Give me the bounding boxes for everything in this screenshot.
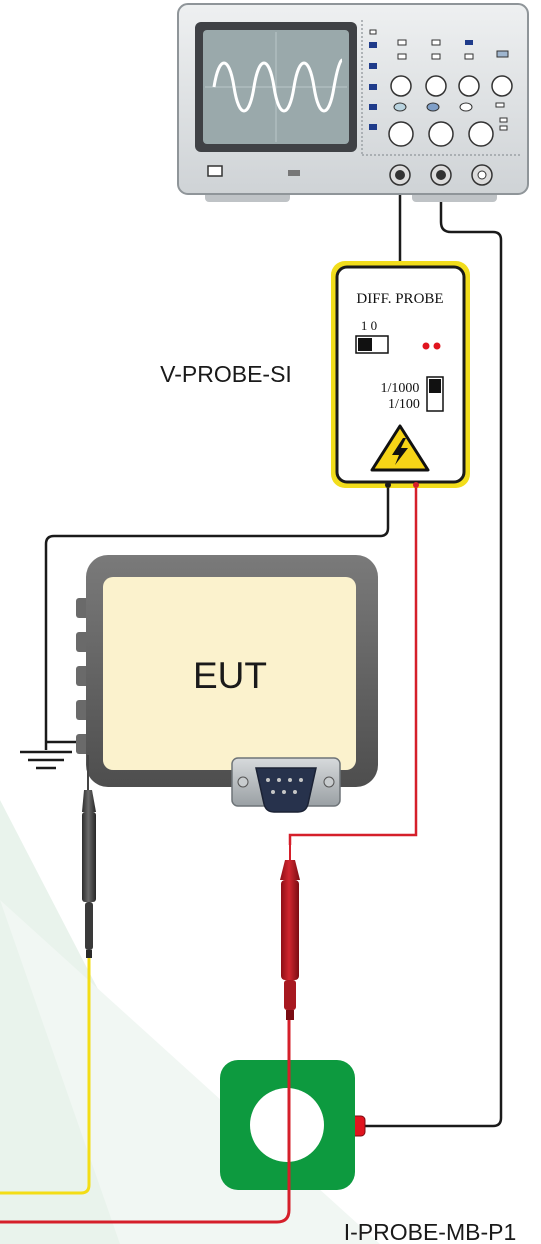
- wire-diff-probe-to-ground: [44, 485, 390, 750]
- ratio-100-label: 1/100: [388, 397, 420, 412]
- black-test-probe-icon: [82, 755, 96, 958]
- wire-red-through-clamp: [0, 1015, 291, 1224]
- db9-connector-icon: [231, 757, 341, 813]
- diff-probe-title: DIFF. PROBE: [356, 291, 443, 307]
- wire-yellow: [0, 955, 91, 1195]
- led-indicator: [422, 342, 430, 350]
- led-indicator: [433, 342, 441, 350]
- current-clamp-icon: [220, 1060, 366, 1190]
- oscilloscope-icon: [177, 3, 529, 202]
- ground-symbol-icon: [20, 750, 72, 770]
- wires: [0, 185, 503, 1224]
- switch-label: 1 0: [361, 318, 377, 333]
- red-test-probe-icon: [280, 840, 300, 1020]
- eut-box: EUT: [76, 555, 378, 787]
- ratio-1000-label: 1/1000: [381, 381, 420, 396]
- differential-probe-box: DIFF. PROBE 1 0 1/1000 1/100: [331, 261, 470, 488]
- i-probe-label: I-PROBE-MB-P1: [344, 1219, 517, 1244]
- high-voltage-warning-icon: [370, 424, 430, 472]
- v-probe-label: V-PROBE-SI: [160, 361, 292, 387]
- eut-label: EUT: [193, 655, 267, 696]
- wire-scope-to-current-clamp: [362, 185, 503, 1128]
